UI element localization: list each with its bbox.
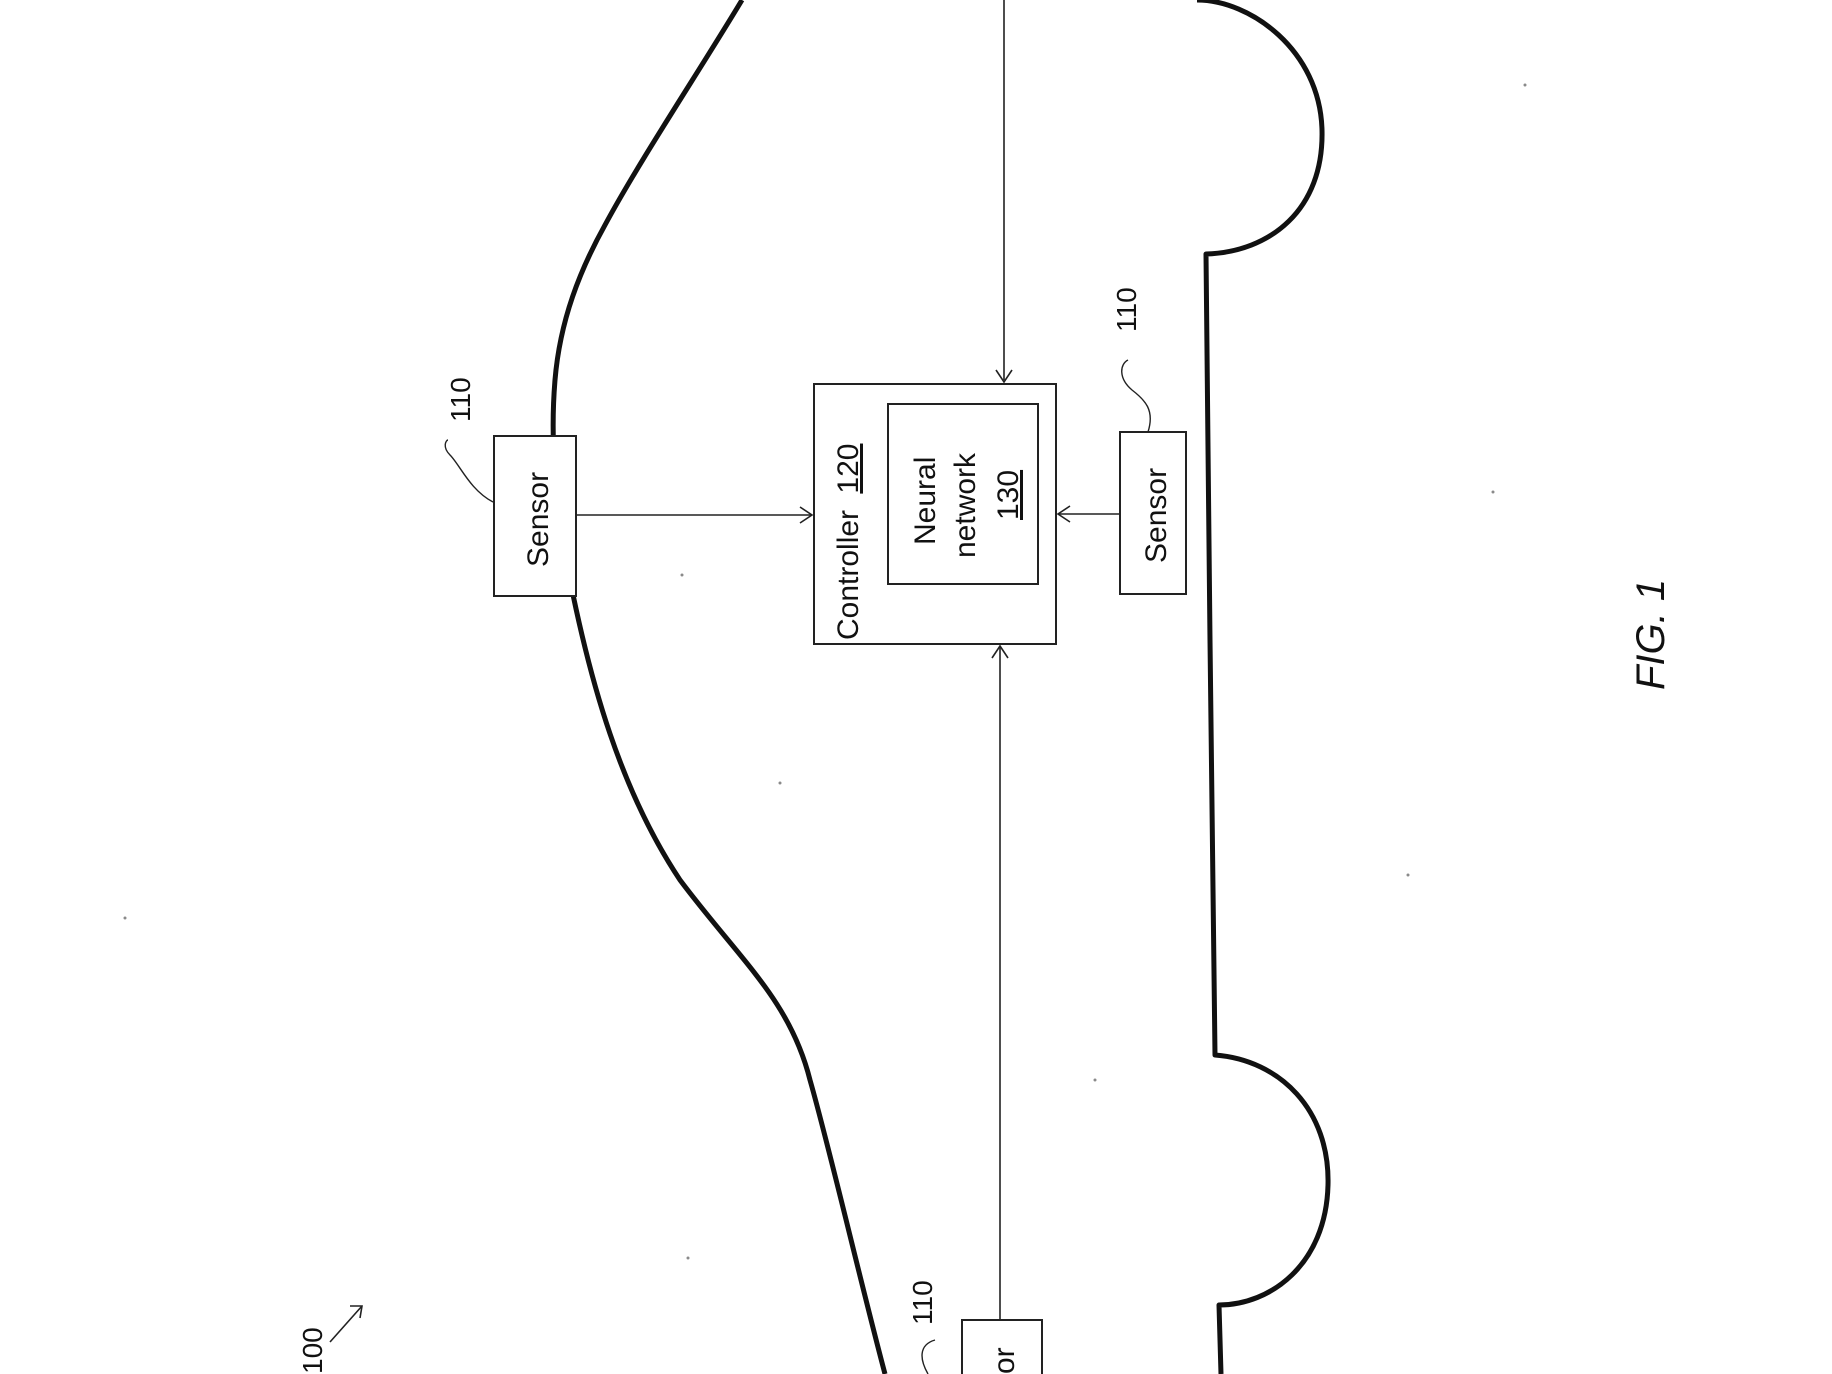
- vehicle-body-outline: [553, 0, 885, 1374]
- sensor-1-leader: [445, 440, 493, 502]
- controller-label-text: Controller: [832, 510, 865, 640]
- sensor-2-ref: 110: [1111, 287, 1142, 332]
- scan-speck: [1492, 491, 1495, 494]
- scan-speck: [687, 1257, 690, 1260]
- neural-network-ref: 130: [992, 470, 1025, 520]
- sensor-1-ref: 110: [445, 377, 476, 422]
- scan-speck: [124, 917, 127, 920]
- system-ref-arrow-shaft: [330, 1306, 362, 1342]
- scan-speck: [681, 574, 684, 577]
- controller-label: Controller 120: [832, 444, 865, 640]
- sensor-label-1: Sensor: [522, 472, 555, 567]
- neural-network-line1: Neural: [909, 457, 942, 545]
- sensor-label-3: or: [988, 1347, 1021, 1374]
- scan-speck: [1094, 1079, 1097, 1082]
- sensor-2-leader: [1122, 360, 1151, 432]
- vehicle-roof-front-outline: [1197, 0, 1328, 1374]
- sensor-3-ref: 110: [907, 1280, 938, 1325]
- figure-caption: FIG. 1: [1629, 579, 1673, 690]
- sensor-3-leader: [922, 1340, 935, 1374]
- scan-speck: [1524, 84, 1527, 87]
- scan-speck: [779, 782, 782, 785]
- sensor-label-2: Sensor: [1140, 468, 1173, 563]
- system-ref: 100: [297, 1327, 328, 1374]
- scan-speck: [1407, 874, 1410, 877]
- neural-network-line2: network: [949, 452, 982, 558]
- controller-ref: 120: [832, 444, 865, 494]
